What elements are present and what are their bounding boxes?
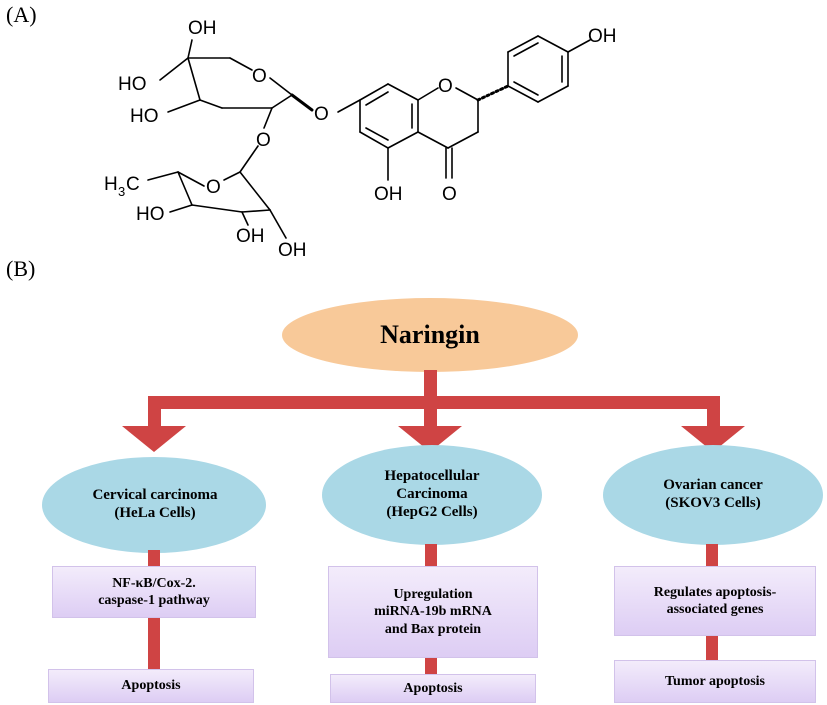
methyl-h-label: H bbox=[104, 174, 118, 195]
connectors bbox=[122, 370, 745, 452]
branch-stem-left bbox=[148, 396, 161, 430]
bond bbox=[387, 83, 419, 101]
cancer-label-cervical: Cervical carcinoma (HeLa Cells) bbox=[92, 487, 218, 521]
bond bbox=[537, 85, 569, 103]
outcome-box-cervical: Apoptosis bbox=[48, 669, 254, 703]
connector-right-2 bbox=[706, 636, 718, 662]
outcome-box-hepatocellular: Apoptosis bbox=[330, 674, 536, 703]
bond bbox=[359, 131, 389, 149]
ring-oxygen-label: O bbox=[438, 76, 453, 97]
carbonyl-oxygen-label: O bbox=[442, 184, 457, 205]
mechanism-box-hepatocellular: Upregulation miRNA-19b mRNA and Bax prot… bbox=[328, 566, 538, 658]
connector-center-1 bbox=[425, 544, 437, 568]
oxygen-label: O bbox=[256, 130, 271, 151]
cancer-ellipse-cervical bbox=[42, 457, 266, 553]
ho-label: HO bbox=[118, 74, 147, 95]
mechanism-box-cervical: NF-κB/Cox-2. caspase-1 pathway bbox=[52, 566, 256, 618]
arrowhead-left bbox=[122, 426, 186, 452]
bond bbox=[447, 131, 479, 149]
oh-label: OH bbox=[278, 240, 307, 261]
cancer-ellipse-ovarian bbox=[603, 445, 823, 545]
ring-oxygen-label: O bbox=[252, 66, 267, 87]
bond bbox=[169, 204, 193, 213]
bond bbox=[187, 57, 201, 101]
bond bbox=[455, 87, 479, 101]
bond bbox=[359, 83, 389, 101]
root-label: Naringin bbox=[380, 319, 480, 349]
bond bbox=[290, 93, 314, 112]
bond bbox=[271, 94, 293, 109]
mechanism-box-ovarian: Regulates apoptosis- associated genes bbox=[614, 566, 816, 636]
bond bbox=[513, 42, 539, 57]
outcome-box-ovarian: Tumor apoptosis bbox=[614, 660, 816, 703]
arrowhead-center bbox=[398, 426, 462, 452]
panel-label-a: (A) bbox=[6, 2, 37, 27]
root-stem bbox=[424, 370, 437, 400]
methyl-c-label: C bbox=[126, 174, 140, 195]
connector-left-1 bbox=[148, 550, 160, 570]
bond bbox=[513, 81, 539, 96]
bond bbox=[476, 84, 510, 102]
bond bbox=[269, 209, 287, 239]
bond bbox=[417, 131, 449, 149]
bond bbox=[239, 145, 259, 173]
bond bbox=[177, 171, 205, 187]
bond bbox=[507, 85, 539, 103]
connector-left-2 bbox=[148, 617, 160, 669]
bond bbox=[269, 77, 293, 96]
bond bbox=[417, 87, 439, 101]
bond bbox=[191, 204, 243, 213]
bond bbox=[337, 99, 361, 113]
bond bbox=[263, 107, 273, 129]
bond bbox=[537, 35, 569, 53]
bond bbox=[187, 39, 193, 59]
naringin-structure: OH HO HO O O O O H 3 C HO OH OH O OH O O… bbox=[104, 18, 617, 261]
bond bbox=[159, 57, 189, 81]
connector-right-1 bbox=[706, 544, 718, 568]
bond bbox=[365, 127, 389, 141]
methyl-subscript: 3 bbox=[118, 184, 125, 199]
oh-label: OH bbox=[588, 26, 617, 47]
panel-label-b: (B) bbox=[6, 256, 36, 281]
branch-stem-center bbox=[424, 396, 437, 430]
arrowhead-right bbox=[681, 426, 745, 452]
root-ellipse bbox=[282, 298, 578, 372]
ho-label: HO bbox=[130, 106, 159, 127]
bond bbox=[507, 35, 539, 53]
bond bbox=[567, 39, 591, 53]
bond bbox=[387, 131, 419, 149]
oh-label: OH bbox=[188, 18, 217, 39]
cancer-ellipse-hepatocellular bbox=[322, 445, 542, 545]
cancer-label-ovarian: Ovarian cancer (SKOV3 Cells) bbox=[663, 477, 763, 511]
bond bbox=[239, 171, 271, 211]
oh-label: OH bbox=[236, 226, 265, 247]
bond bbox=[229, 57, 253, 71]
bond bbox=[147, 171, 179, 181]
cancer-label-hepatocellular: Hepatocellular Carcinoma (HepG2 Cells) bbox=[384, 468, 480, 520]
bond bbox=[241, 209, 271, 213]
bond bbox=[199, 99, 223, 109]
connector-center-2 bbox=[425, 656, 437, 674]
bond bbox=[223, 171, 241, 181]
ho-label: HO bbox=[136, 204, 165, 225]
bond bbox=[177, 171, 193, 206]
bond bbox=[365, 91, 389, 106]
oh-label: OH bbox=[374, 184, 403, 205]
branch-stem-right bbox=[707, 396, 720, 430]
bond bbox=[167, 99, 201, 113]
bond bbox=[241, 211, 249, 226]
ring-oxygen-label: O bbox=[206, 177, 221, 198]
oxygen-label: O bbox=[314, 104, 329, 125]
